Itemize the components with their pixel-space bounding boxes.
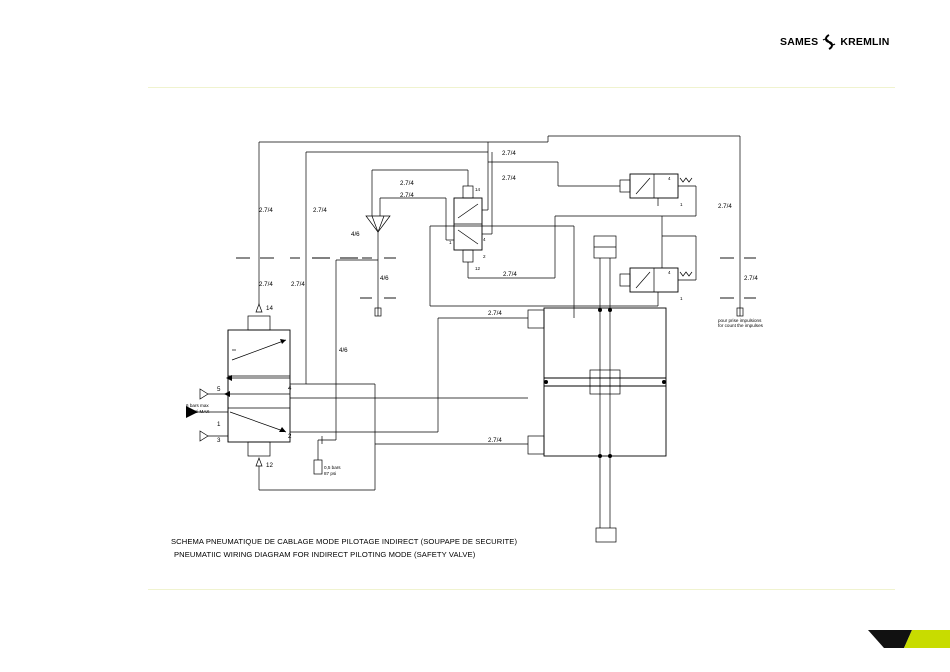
supply-pressure-psi-label: 88 psi MAX — [186, 409, 210, 414]
pipe-label-left-3: 2.7/4 — [259, 281, 273, 288]
pipe-label-top-2: 2.7/4 — [502, 175, 516, 182]
solenoid-valve-top — [619, 173, 696, 199]
pipe-label-top-1: 2.7/4 — [502, 150, 516, 157]
pipe-label-46-mid: 4/6 — [380, 275, 389, 282]
brand-name-right: KREMLIN — [840, 36, 890, 48]
cylinder — [527, 235, 667, 543]
sames-kremlin-swirl-icon — [823, 34, 836, 50]
port-14-label: 14 — [266, 305, 273, 312]
port-4-label: 4 — [288, 385, 292, 392]
pipe-label-cyl-bottom: 2.7/4 — [488, 437, 502, 444]
corner-stripe-icon — [868, 630, 950, 648]
solenoid-top-port-4: 4 — [668, 176, 671, 181]
solenoid-bottom-port-4: 4 — [668, 270, 671, 275]
coupling-row — [236, 240, 756, 317]
pilot-port-4-label: 4 — [483, 237, 486, 242]
pipe-label-mid: 2.7/4 — [503, 271, 517, 278]
caption-english: PNEUMATIIC WIRING DIAGRAM FOR INDIRECT P… — [174, 550, 476, 559]
port-3-label: 3 — [217, 437, 221, 444]
pipe-label-left-2: 2.7/4 — [313, 207, 327, 214]
pipe-label-top-4: 2.7/4 — [400, 192, 414, 199]
solenoid-bottom-port-1: 1 — [680, 296, 683, 301]
solenoid-top-port-1: 1 — [680, 202, 683, 207]
port-12-label: 12 — [266, 462, 273, 469]
pilot-valve — [365, 135, 741, 279]
impulse-label-en: for count the impulses — [718, 323, 764, 328]
brand-name-left: SAMES — [780, 36, 819, 48]
pipe-label-46-top: 4/6 — [351, 231, 360, 238]
pilot-port-1-label: 1 — [449, 240, 452, 245]
port-5-label: 5 — [217, 386, 221, 393]
pipe-label-right-1: 2.7/4 — [718, 203, 732, 210]
pilot-port-14-label: 14 — [475, 187, 481, 192]
pipe-label-top-3: 2.7/4 — [400, 180, 414, 187]
brand-logo: SAMES KREMLIN — [780, 34, 890, 50]
pipe-label-cyl-top: 2.7/4 — [488, 310, 502, 317]
impulse-label-fr: pour prise impulsions — [718, 318, 762, 323]
pipe-label-left-1: 2.7/4 — [259, 207, 273, 214]
header-rule — [148, 87, 895, 88]
caption-french: SCHEMA PNEUMATIQUE DE CABLAGE MODE PILOT… — [171, 537, 518, 546]
pilot-port-2-label: 2 — [483, 254, 486, 259]
pipe-label-right-2: 2.7/4 — [744, 275, 758, 282]
supply-pressure-label: 6 bars max — [186, 403, 209, 408]
pipe-label-left-4: 2.7/4 — [291, 281, 305, 288]
regulator-bar-label: 0,5 bars — [324, 465, 341, 470]
main-valve-piping — [258, 141, 528, 491]
pipe-label-46-low: 4/6 — [339, 347, 348, 354]
footer-rule — [148, 589, 895, 590]
regulator-psi-label: 87 psi — [324, 471, 336, 476]
pilot-port-12-label: 12 — [475, 266, 481, 271]
port-1-label: 1 — [217, 421, 221, 428]
port-2-label: 2 — [288, 433, 292, 440]
main-valve — [186, 303, 291, 467]
solenoid-valve-bottom — [619, 228, 697, 293]
